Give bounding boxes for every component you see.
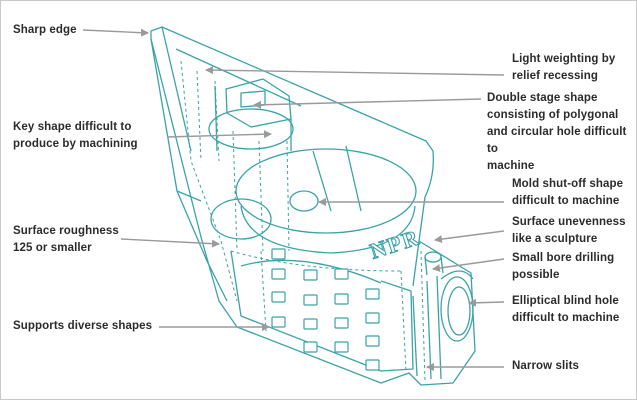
leader-elliptical-hole [468,298,505,307]
label-sharp-edge: Sharp edge [13,24,77,36]
leader-surface-unevenness [434,230,505,244]
label-light-weighting: Light weighting by relief recessing [512,53,616,82]
label-double-stage: Double stage shape consisting of polygon… [487,92,627,172]
label-elliptical-hole: Elliptical blind hole difficult to machi… [512,295,620,324]
leader-light-weighting [205,66,505,76]
part-engraving-text: NPR [367,224,423,264]
leader-key-shape [166,130,272,139]
leader-double-stage [253,98,482,109]
leader-lines [82,28,505,371]
label-narrow-slits: Narrow slits [512,360,580,372]
label-diverse-shapes: Supports diverse shapes [13,320,153,332]
label-surface-unevenness: Surface unevenness like a sculpture [512,216,626,245]
label-small-bore: Small bore drilling possible [512,252,615,281]
label-mold-shutoff: Mold shut-off shape difficult to machine [512,178,624,207]
part-outline [150,26,476,386]
sculpture-bumps [271,248,380,371]
hidden-lines [180,60,426,382]
leader-sharp-edge [82,28,149,37]
leader-surface-roughness [120,238,220,248]
label-surface-roughness: Surface roughness 125 or smaller [13,225,119,254]
leader-small-bore [432,258,505,272]
label-key-shape: Key shape difficult to produce by machin… [13,121,138,150]
